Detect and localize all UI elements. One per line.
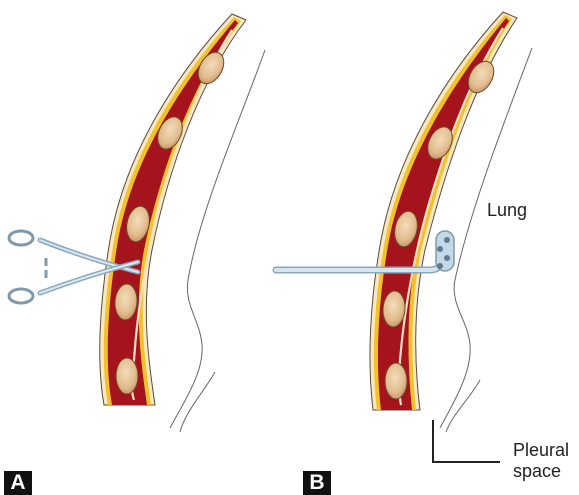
forceps-ring-upper: [9, 231, 33, 245]
chest-wall-a: [100, 14, 246, 405]
muscle-layer-a: [108, 20, 238, 405]
pleura-line-b: [446, 380, 480, 432]
forceps-ring-lower: [9, 289, 33, 303]
tube-hole: [437, 263, 443, 269]
panel-b: [276, 12, 532, 462]
panel-label-b: B: [303, 471, 331, 495]
pleural-space-pointer: [433, 420, 500, 462]
rib: [116, 358, 138, 394]
rib: [385, 363, 407, 399]
pleural-space-label: Pleural space: [513, 440, 569, 482]
lung-label: Lung: [487, 200, 527, 221]
tube-hole: [444, 237, 450, 243]
panel-label-a: A: [4, 471, 32, 495]
tube-hole: [437, 246, 443, 252]
pleura-line-a: [180, 372, 215, 432]
pleural-label-line2: space: [513, 461, 569, 482]
tube-hole: [444, 255, 450, 261]
pleural-label-line1: Pleural: [513, 440, 569, 461]
panel-a: [9, 14, 265, 432]
